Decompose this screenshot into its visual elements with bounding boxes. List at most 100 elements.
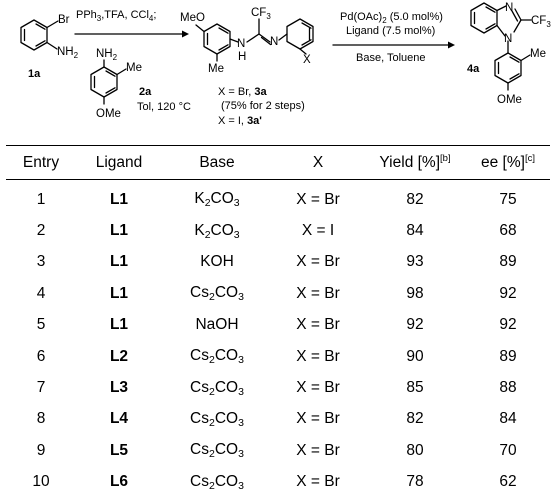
table-header-row: Entry Ligand Base X Yield [%][b] ee [%][… [6, 147, 550, 178]
product-n-top: N [505, 2, 513, 14]
intermediate-note-1: X = Br, 3a [218, 86, 268, 98]
cell-ee: 89 [499, 347, 517, 365]
table-row: 2 L1 K2CO3 X = I 84 68 [6, 215, 550, 246]
step2-arrowhead [448, 41, 455, 49]
cell-base: K2CO3 [194, 221, 240, 241]
header-ligand: Ligand [95, 153, 143, 171]
cell-ligand: L2 [109, 347, 129, 365]
reactant-1a-br: Br [58, 14, 70, 26]
cell-x: X = Br [296, 316, 340, 334]
cell-ligand: L4 [109, 410, 129, 428]
header-x: X [312, 153, 324, 171]
cell-x: X = Br [296, 253, 340, 271]
cell-x: X = Br [296, 190, 340, 208]
compound-label-4a: 4a [467, 63, 480, 75]
cell-entry: 3 [36, 253, 46, 271]
cell-ligand: L1 [109, 253, 129, 271]
cell-ee: 88 [499, 379, 517, 397]
amine-2a-ome: OMe [96, 108, 121, 120]
cell-yield: 85 [406, 379, 424, 397]
cell-x: X = Br [296, 410, 340, 428]
amine-2a-me: Me [126, 62, 142, 74]
cell-entry: 7 [36, 379, 46, 397]
cell-ee: 92 [499, 316, 517, 334]
table-row: 10 L6 Cs2CO3 X = Br 78 62 [6, 467, 550, 498]
cell-base: Cs2CO3 [190, 284, 244, 304]
header-yield: Yield [%][b] [379, 153, 451, 171]
step2-catalyst: Pd(OAc)2 (5.0 mol%) [340, 11, 443, 25]
results-table: Entry Ligand Base X Yield [%][b] ee [%][… [6, 147, 550, 498]
cell-x: X = Br [296, 379, 340, 397]
reactant-1a-structure [20, 19, 59, 51]
cell-ee: 70 [499, 441, 517, 459]
intermediate-h: H [238, 51, 246, 63]
cell-yield: 90 [406, 347, 424, 365]
intermediate-note-2: (75% for 2 steps) [221, 100, 305, 112]
cell-entry: 2 [36, 222, 46, 240]
cell-entry: 6 [36, 347, 46, 365]
intermediate-x: X [303, 54, 311, 66]
header-entry: Entry [22, 153, 60, 171]
cell-entry: 9 [36, 441, 46, 459]
product-me: Me [530, 48, 546, 60]
step2-base-solvent: Base, Toluene [356, 52, 426, 64]
cell-entry: 8 [36, 410, 46, 428]
cell-yield: 93 [406, 253, 424, 271]
intermediate-3a-structure [195, 18, 314, 62]
product-ome: OMe [497, 94, 522, 106]
cell-ligand: L6 [109, 473, 129, 491]
cell-x: X = Br [296, 284, 340, 302]
cell-ee: 68 [499, 222, 517, 240]
cell-yield: 82 [406, 190, 424, 208]
step1-conditions: Tol, 120 °C [137, 101, 191, 113]
header-base: Base [199, 153, 235, 171]
cell-ee: 75 [499, 190, 517, 208]
cell-ligand: L1 [109, 316, 129, 334]
cell-entry: 4 [36, 284, 46, 302]
table-header-rule [6, 179, 550, 180]
table-row: 1 L1 K2CO3 X = Br 82 75 [6, 178, 550, 215]
table-row: 8 L4 Cs2CO3 X = Br 82 84 [6, 404, 550, 435]
step1-arrowhead [182, 30, 189, 38]
cell-base: Cs2CO3 [190, 409, 244, 429]
cell-yield: 92 [406, 316, 424, 334]
product-n-bottom: N [504, 33, 512, 45]
cell-ee: 84 [499, 410, 517, 428]
intermediate-n1: N [237, 38, 245, 50]
table-row: 9 L5 Cs2CO3 X = Br 80 70 [6, 435, 550, 466]
cell-yield: 98 [406, 284, 424, 302]
table-row: 4 L1 Cs2CO3 X = Br 98 92 [6, 278, 550, 309]
product-cf3: CF3 [531, 15, 551, 29]
cell-yield: 84 [406, 222, 424, 240]
cell-base: Cs2CO3 [190, 347, 244, 367]
cell-ee: 92 [499, 284, 517, 302]
intermediate-n2: N [270, 36, 278, 48]
cell-yield: 80 [406, 441, 424, 459]
intermediate-cf3: CF3 [251, 7, 271, 21]
table-row: 3 L1 KOH X = Br 93 89 [6, 247, 550, 278]
cell-ligand: L1 [109, 222, 129, 240]
cell-ligand: L1 [109, 284, 129, 302]
cell-x: X = Br [296, 473, 340, 491]
cell-x: X = I [301, 222, 335, 240]
cell-base: Cs2CO3 [190, 472, 244, 492]
compound-label-1a: 1a [28, 68, 41, 80]
cell-ee: 89 [499, 253, 517, 271]
table-row: 6 L2 Cs2CO3 X = Br 90 89 [6, 341, 550, 372]
table-row: 7 L3 Cs2CO3 X = Br 85 88 [6, 372, 550, 403]
amine-2a-nh2: NH2 [96, 48, 118, 62]
step1-reagents: PPh3,TFA, CCl4; [76, 9, 156, 23]
reaction-scheme: Br NH2 1a PPh3,TFA, CCl4; NH2 Me OMe 2a … [20, 2, 551, 127]
intermediate-meo: MeO [180, 12, 205, 24]
cell-base: Cs2CO3 [190, 378, 244, 398]
cell-entry: 1 [36, 190, 46, 208]
reactant-1a-nh2: NH2 [57, 46, 79, 60]
cell-yield: 82 [406, 410, 424, 428]
cell-entry: 10 [32, 473, 50, 491]
cell-base: Cs2CO3 [190, 441, 244, 461]
cell-ligand: L3 [109, 379, 129, 397]
cell-ee: 62 [499, 473, 517, 491]
step2-ligand: Ligand (7.5 mol%) [346, 25, 435, 37]
cell-ligand: L5 [109, 441, 129, 459]
cell-entry: 5 [36, 316, 46, 334]
